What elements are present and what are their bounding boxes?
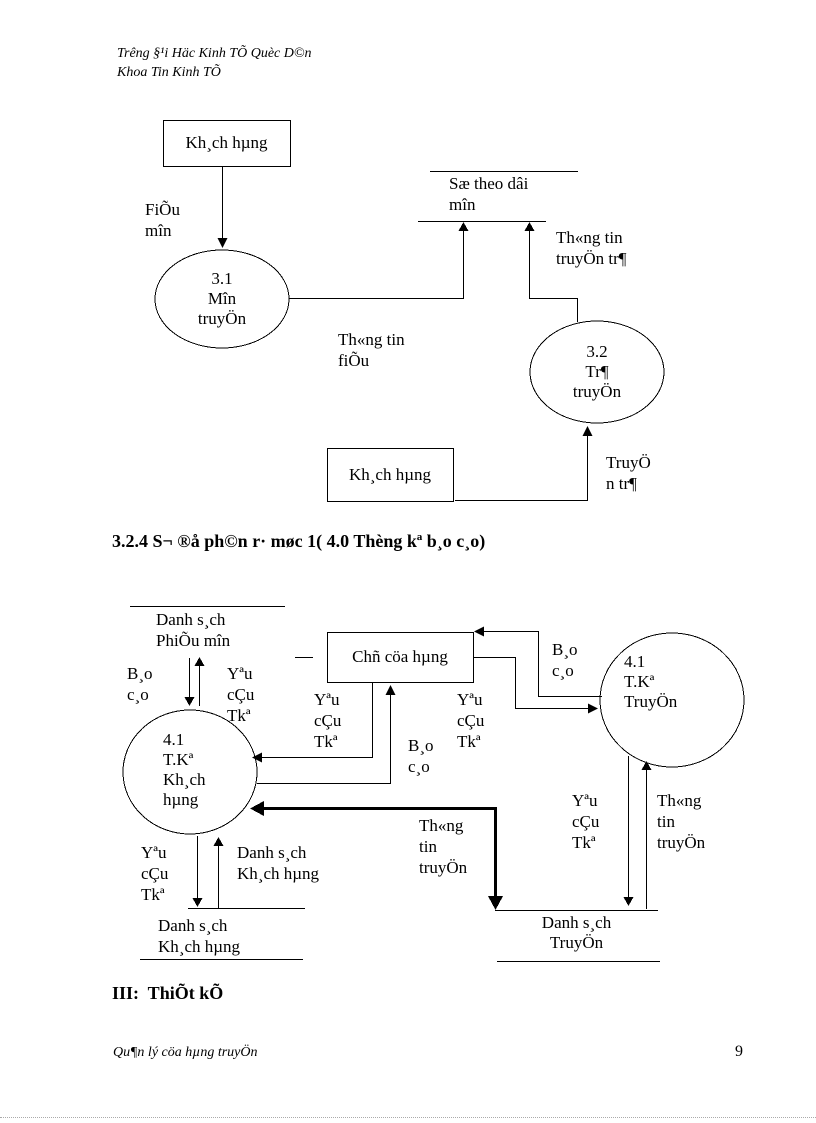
arrowhead-right bbox=[588, 703, 598, 714]
flow-line bbox=[261, 683, 373, 758]
flow-label-truyen-tra: TruyÖ n tr¶ bbox=[606, 453, 651, 493]
flow-label-yeu-cau-1: Yªu cÇu Tkª bbox=[227, 664, 255, 725]
flow-label-yeu-cau-2: Yªu cÇu Tkª bbox=[314, 690, 342, 751]
data-store-phieu-muon: Danh s¸ch PhiÕu mîn bbox=[156, 610, 231, 650]
arrowhead-up bbox=[582, 426, 593, 436]
arrowhead-up bbox=[213, 837, 224, 846]
flow-label-yeu-cau-4: Yªu cÇu Tkª bbox=[572, 791, 600, 852]
external-entity-customer-top: Kh¸ch hµng bbox=[185, 133, 268, 152]
header-line1: Trêng §¹i Häc Kinh TÕ Quèc D©n bbox=[117, 46, 312, 61]
flow-line bbox=[474, 657, 589, 709]
arrowhead-down bbox=[184, 697, 195, 706]
process-4-1-khach-outline bbox=[122, 709, 258, 835]
arrowhead-down bbox=[623, 897, 634, 906]
process-3-2-label: 3.2 Tr¶ truyÖn bbox=[572, 342, 622, 401]
flow-line bbox=[529, 230, 578, 322]
diagram2-lines bbox=[122, 606, 745, 962]
process-3-2-outline bbox=[529, 320, 665, 424]
flow-label-bao-cao-mid: B¸o c¸o bbox=[408, 736, 434, 776]
flow-label-thong-tin-truyen-mid: Th«ng tin truyÖn bbox=[419, 816, 468, 877]
flow-line bbox=[257, 694, 391, 784]
data-store-so-theo-doi: Sæ theo dâi mîn bbox=[449, 174, 529, 214]
arrowhead-up bbox=[524, 222, 535, 231]
data-store-truyen: Danh s¸ch TruyÖn bbox=[541, 913, 612, 952]
process-4-1-khach-label: 4.1 T.Kª Kh¸ch hµng bbox=[163, 730, 206, 809]
diagram1-lines bbox=[154, 120, 665, 502]
arrowhead-up bbox=[641, 761, 652, 770]
page-header: Trêng §¹i Häc Kinh TÕ Quèc D©n Khoa Tin … bbox=[117, 44, 312, 82]
flow-line bbox=[455, 435, 588, 501]
process-4-1-truyen-outline bbox=[599, 632, 745, 768]
customer-box-top-outline bbox=[163, 120, 291, 167]
flow-label-bao-cao-left: B¸o c¸o bbox=[127, 664, 153, 704]
arrowhead-left bbox=[252, 752, 262, 763]
footer-page-number: 9 bbox=[735, 1043, 743, 1060]
flow-label-danh-sach-khach: Danh s¸ch Kh¸ch hµng bbox=[237, 843, 320, 883]
flow-label-thong-tin-truyen-tra: Th«ng tin truyÖn tr¶ bbox=[556, 228, 627, 268]
heading-thiet-ke: III: ThiÕt kÕ bbox=[112, 983, 224, 1003]
section-heading-324: 3.2.4 S¬ ®å ph©n r· møc 1( 4.0 Thèng kª … bbox=[112, 531, 486, 551]
flow-label-phieu-muon: FiÕu mîn bbox=[145, 200, 180, 240]
arrowhead-down-bold bbox=[488, 896, 503, 910]
shop-owner-box-outline bbox=[327, 632, 474, 683]
process-4-1-truyen-label: 4.1 T.Kª TruyÖn bbox=[624, 652, 678, 711]
flow-line bbox=[483, 631, 602, 697]
flow-label-bao-cao-right: B¸o c¸o bbox=[552, 640, 578, 680]
data-store-khach-hang: Danh s¸ch Kh¸ch hµng bbox=[158, 916, 241, 956]
process-3-1-label: 3.1 Mîn truyÖn bbox=[197, 269, 247, 328]
arrowhead-up bbox=[385, 685, 396, 695]
customer-box-bottom-outline bbox=[327, 448, 454, 502]
arrowhead-down bbox=[217, 238, 228, 248]
flow-label-thong-tin-truyen-right: Th«ng tin truyÖn bbox=[657, 791, 706, 852]
footer-title: Qu¶n lý cöa hµng truyÖn bbox=[113, 1045, 258, 1060]
header-line2: Khoa Tin Kinh TÕ bbox=[117, 65, 221, 80]
flow-label-yeu-cau-5: Yªu cÇu Tkª bbox=[141, 843, 169, 904]
arrowhead-left-bold bbox=[250, 801, 264, 816]
arrowhead-down bbox=[192, 898, 203, 907]
external-entity-customer-bottom: Kh¸ch hµng bbox=[348, 464, 432, 484]
flow-label-yeu-cau-3: Yªu cÇu Tkª bbox=[457, 690, 485, 751]
flow-line bbox=[289, 230, 464, 299]
arrowhead-left bbox=[474, 626, 484, 637]
bottom-dotted-rule bbox=[0, 1117, 816, 1118]
arrowhead-up bbox=[458, 222, 469, 231]
flow-label-thong-tin-fieu: Th«ng tin fiÕu bbox=[338, 330, 405, 370]
arrowhead-up bbox=[194, 657, 205, 666]
external-entity-shop-owner: Chñ cöa hµng bbox=[352, 647, 448, 666]
